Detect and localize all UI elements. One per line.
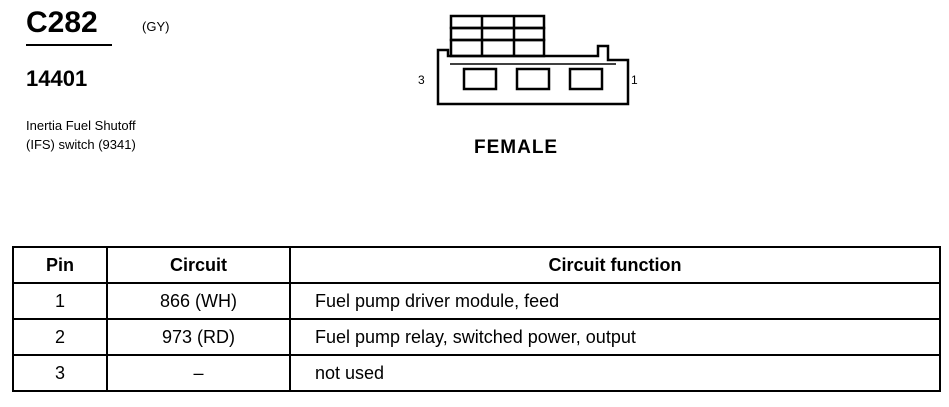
pin-label-right: 1: [631, 73, 638, 87]
column-header-pin: Pin: [12, 246, 108, 284]
connector-body-outline: [436, 44, 630, 106]
table-header-row: Pin Circuit Circuit function: [12, 246, 941, 284]
column-header-circuit: Circuit: [106, 246, 291, 284]
pin-cell: 1: [12, 282, 108, 320]
function-cell: not used: [289, 354, 941, 392]
table-row: 1 866 (WH) Fuel pump driver module, feed: [12, 282, 941, 320]
pin-label-left: 3: [418, 73, 425, 87]
column-header-function: Circuit function: [289, 246, 941, 284]
table-row: 2 973 (RD) Fuel pump relay, switched pow…: [12, 318, 941, 356]
circuit-cell: 973 (RD): [106, 318, 291, 356]
gender-label: FEMALE: [474, 137, 559, 158]
circuit-cell: –: [106, 354, 291, 392]
connector-face-diagram: [436, 14, 630, 106]
pin-cavity-2: [515, 67, 551, 91]
pin-table: Pin Circuit Circuit function 1 866 (WH) …: [12, 246, 941, 392]
pin-cavities: [462, 67, 604, 91]
connector-id-underline: [26, 44, 112, 46]
function-cell: Fuel pump driver module, feed: [289, 282, 941, 320]
pin-cavity-1: [568, 67, 604, 91]
connector-color: (GY): [142, 19, 170, 34]
table-row: 3 – not used: [12, 354, 941, 392]
part-number: 14401: [26, 66, 88, 91]
component-description-line-2: (IFS) switch (9341): [26, 137, 136, 152]
function-cell: Fuel pump relay, switched power, output: [289, 318, 941, 356]
pin-cavity-3: [462, 67, 498, 91]
connector-latch-tabs: [449, 14, 546, 58]
component-description-line-1: Inertia Fuel Shutoff: [26, 118, 136, 133]
connector-id: C282: [26, 6, 98, 39]
component-description: Inertia Fuel Shutoff (IFS) switch (9341): [26, 116, 136, 154]
pin-cell: 2: [12, 318, 108, 356]
circuit-cell: 866 (WH): [106, 282, 291, 320]
pin-cell: 3: [12, 354, 108, 392]
